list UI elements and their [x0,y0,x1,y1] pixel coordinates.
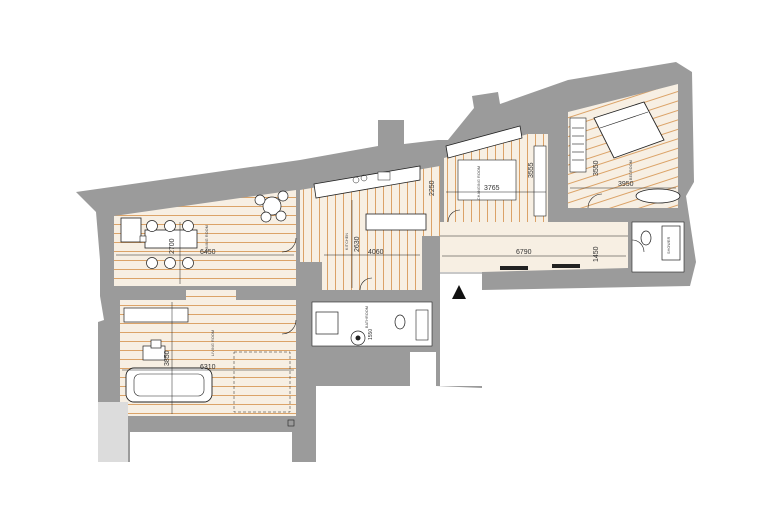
door-swing-icon [447,209,461,223]
living-room-label: LIVING ROOM [211,330,215,356]
changing-room-label: CHANGING ROOM [477,166,481,200]
changing-room-height: 2250 [429,180,436,196]
shower-room: SHOWER [631,221,685,273]
bed-pillow-line [599,111,649,129]
hangers [572,127,584,161]
washing-machine [315,311,339,335]
kitchen-dimension: 4060 [368,249,384,256]
hob-icon [360,174,368,182]
door-swing-icon [587,193,603,209]
bedroom-height: 3550 [593,160,600,176]
chair [164,257,176,269]
bed [593,101,665,159]
door-swing-icon [359,277,373,291]
dining-room-height: 2700 [169,238,176,254]
living-room: 6310 3850 LIVING ROOM [120,290,297,416]
bathroom-label: BATHROOM [365,306,369,328]
shower-label: SHOWER [667,236,671,254]
dining-chairs [146,220,194,269]
bathtub [635,188,681,204]
bench [552,264,580,268]
living-room-alcove [186,290,236,302]
bedroom-label: BEDROOM [629,160,633,180]
shower-drain-icon [355,335,361,341]
corridor: 6790 1450 [440,222,628,272]
living-room-dimension: 6310 [200,364,216,371]
wardrobe [445,125,523,159]
wardrobe-rail [569,117,587,173]
chair [275,210,287,222]
shelf-unit [457,159,517,201]
stool [139,235,147,243]
chair [164,220,176,232]
bathroom: 1550 BATHROOM [311,301,433,347]
ottoman [150,339,162,349]
changing-room-dimension: 3765 [484,185,500,192]
chair [182,220,194,232]
entrance-arrow-icon [452,285,466,299]
door-swing-icon [631,239,645,253]
kitchen: 4060 2630 KITCHEN [300,165,440,291]
corridor-width: 1450 [593,246,600,262]
chair [260,211,272,223]
dining-room-label: DINING ROOM [205,225,209,252]
hob-icon [352,176,360,184]
bench [500,266,528,270]
chair [277,190,289,202]
dining-room-floor [114,190,296,286]
bedroom: 3950 3550 BEDROOM [568,84,681,209]
dining-room: 6450 2700 DINING ROOM [114,190,297,286]
door-swing-icon [281,319,297,335]
changing-room: 3765 2250 3555 CHANGING ROOM [429,125,548,223]
terrace [98,402,128,462]
round-table [262,196,282,216]
media-unit [123,307,189,323]
round-table-set [254,190,289,223]
bedroom-dimension: 3950 [618,181,634,188]
corridor-floor [440,222,628,272]
chair [182,257,194,269]
toilet [394,314,406,330]
rug [233,351,291,413]
chair [146,257,158,269]
chair [254,194,266,206]
column [287,419,295,427]
changing-room-side: 3555 [528,162,535,178]
vanity [415,309,429,341]
kitchen-label: KITCHEN [345,233,349,250]
living-room-height: 3850 [164,350,171,366]
shower-tray [661,225,681,261]
toilet [640,230,652,246]
entrance [440,272,482,386]
sideboard [120,217,142,243]
sink-icon [377,171,391,181]
sofa-seat [133,373,205,397]
corridor-dimension: 6790 [516,249,532,256]
bathroom-dimension: 1550 [368,329,374,340]
kitchen-height: 2630 [354,236,361,252]
shelf-unit [533,145,547,217]
kitchen-island [365,213,427,231]
door-swing-icon [281,237,297,253]
chair [146,220,158,232]
dining-room-dimension: 6450 [200,249,216,256]
